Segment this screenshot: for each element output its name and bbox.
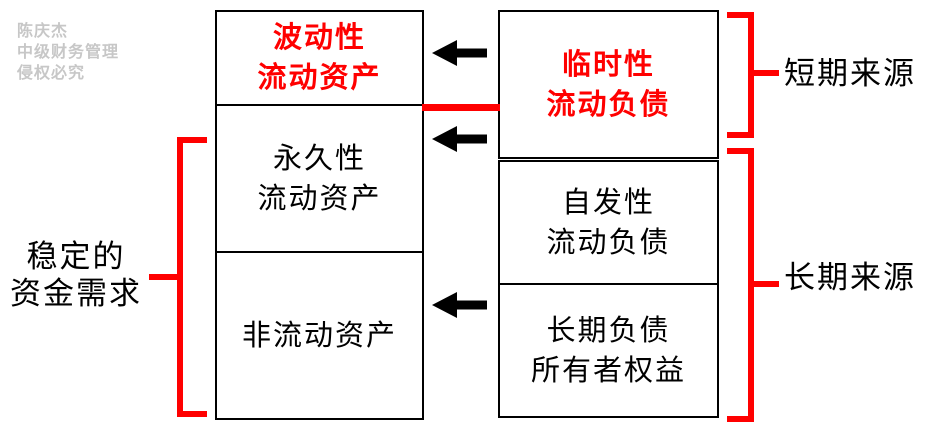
bracket-vertical xyxy=(177,137,183,417)
bracket-bottom xyxy=(727,132,754,138)
box-long-term-liabilities-equity: 长期负债 所有者权益 xyxy=(500,283,717,416)
box-text-line: 长期负债 xyxy=(546,314,671,347)
box-text-line: 流动资产 xyxy=(257,182,382,215)
box-text-line: 波动性 xyxy=(272,22,366,54)
label-line: 资金需求 xyxy=(10,276,142,311)
bracket-bottom xyxy=(177,411,207,417)
bracket-tick xyxy=(754,70,779,76)
box-spontaneous-current-liabilities: 自发性 流动负债 xyxy=(500,162,717,283)
long-term-sources-column: 自发性 流动负债 长期负债 所有者权益 xyxy=(498,160,719,418)
bracket-top xyxy=(177,137,207,143)
box-text-line: 临时性 xyxy=(561,48,655,81)
left-arrow-icon xyxy=(432,125,487,153)
red-divider-line xyxy=(422,104,500,111)
label-stable-funding-need: 稳定的 资金需求 xyxy=(2,238,150,312)
bracket-vertical xyxy=(748,148,754,422)
bracket-tick xyxy=(754,281,779,287)
bracket-top xyxy=(727,148,754,154)
bracket-top xyxy=(727,12,754,18)
box-temporary-current-liabilities: 临时性 流动负债 xyxy=(498,10,719,159)
box-non-current-assets: 非流动资产 xyxy=(217,251,422,418)
label-line: 稳定的 xyxy=(26,239,126,274)
box-text-line: 所有者权益 xyxy=(530,354,686,387)
box-text-line: 永久性 xyxy=(272,142,366,175)
box-text-line: 非流动资产 xyxy=(241,319,397,352)
watermark-line: 侵权必究 xyxy=(17,65,86,82)
label-short-term-sources: 短期来源 xyxy=(784,56,916,91)
box-permanent-current-assets: 永久性 流动资产 xyxy=(217,104,422,251)
box-text-line: 流动资产 xyxy=(257,62,382,94)
box-text-line: 自发性 xyxy=(561,186,655,219)
assets-column: 波动性 流动资产 永久性 流动资产 非流动资产 xyxy=(215,10,424,420)
watermark-line: 陈庆杰 xyxy=(17,23,69,40)
box-text-line: 流动负债 xyxy=(546,88,671,121)
label-long-term-sources: 长期来源 xyxy=(784,260,916,295)
bracket-tick xyxy=(149,274,177,280)
watermark-line: 中级财务管理 xyxy=(17,44,120,61)
bracket-bottom xyxy=(727,416,754,422)
watermark: 陈庆杰 中级财务管理 侵权必究 xyxy=(17,21,119,84)
left-arrow-icon xyxy=(432,291,487,319)
box-text-line: 流动负债 xyxy=(546,226,671,259)
left-arrow-icon xyxy=(432,39,487,67)
bracket-vertical xyxy=(748,12,754,138)
box-temporary-current-liabilities-cell: 临时性 流动负债 xyxy=(500,12,717,157)
box-fluctuating-current-assets: 波动性 流动资产 xyxy=(217,12,422,104)
